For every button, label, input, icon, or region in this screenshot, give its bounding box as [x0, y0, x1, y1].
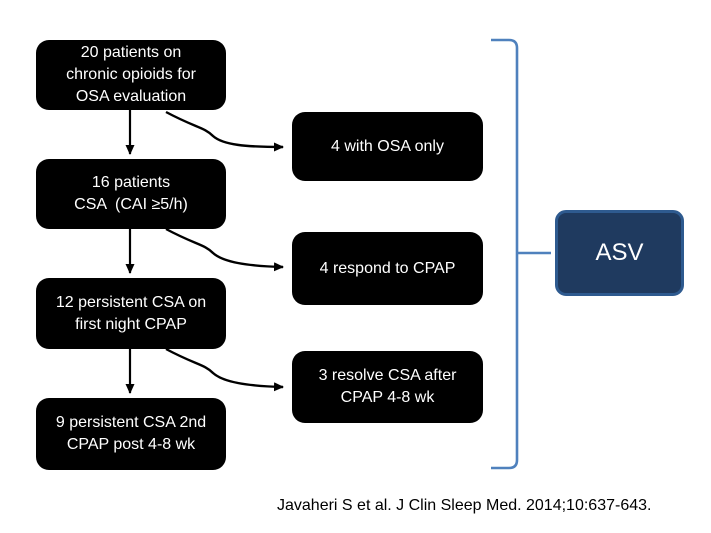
branch-arrow-resolve-csa	[165, 347, 284, 392]
flow-box-20-patients: 20 patients on chronic opioids for OSA e…	[36, 40, 226, 110]
branch-arrow-osa-only	[165, 110, 284, 152]
branch-arrow-respond-cpap	[165, 227, 284, 272]
flow-box-16-patients: 16 patients CSA (CAI ≥5/h)	[36, 159, 226, 229]
branch-box-resolve-csa: 3 resolve CSA after CPAP 4-8 wk	[292, 351, 483, 423]
flow-box-9-persistent: 9 persistent CSA 2nd CPAP post 4-8 wk	[36, 398, 226, 470]
outcome-box-asv: ASV	[555, 210, 684, 296]
grouping-bracket	[491, 38, 519, 470]
flow-box-12-persistent: 12 persistent CSA on first night CPAP	[36, 278, 226, 349]
branch-box-osa-only: 4 with OSA only	[292, 112, 483, 181]
branch-box-respond-cpap: 4 respond to CPAP	[292, 232, 483, 305]
citation: Javaheri S et al. J Clin Sleep Med. 2014…	[277, 497, 652, 514]
